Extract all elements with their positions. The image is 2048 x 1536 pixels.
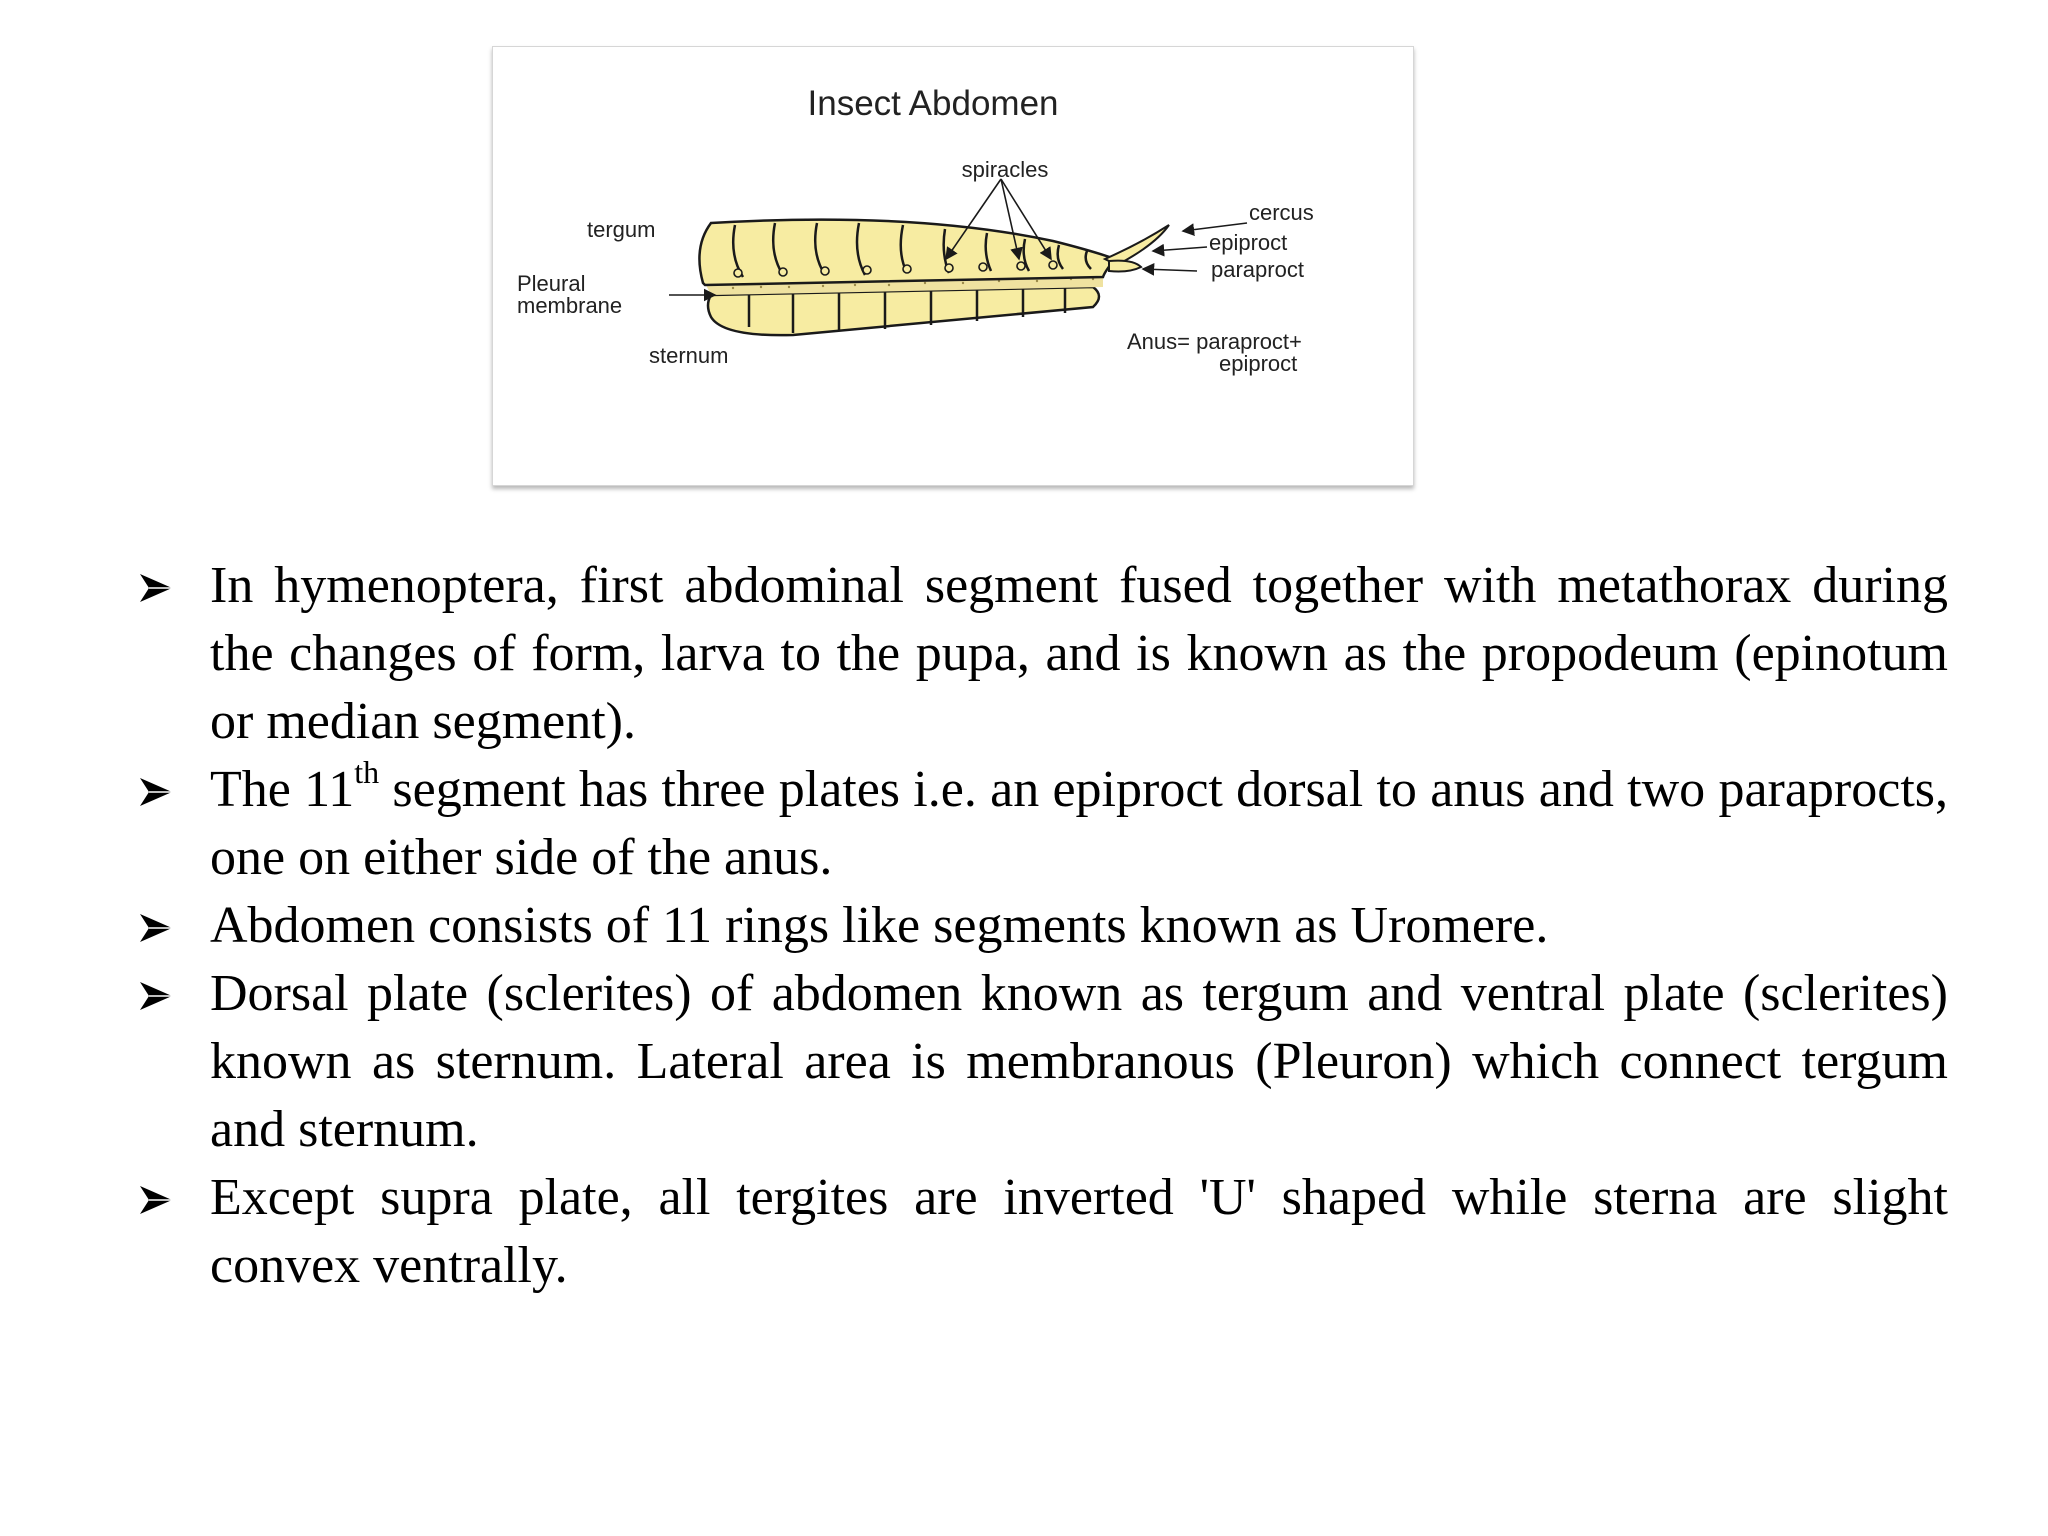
- bullet-text: In hymenoptera, first abdominal segment …: [210, 557, 1948, 750]
- bullet-text-superscript: th: [354, 753, 380, 790]
- spiracle-dots: [733, 260, 1058, 278]
- cercus-shape: [1102, 224, 1170, 267]
- epiproct-shape: [1108, 259, 1143, 273]
- bullet-text: Except supra plate, all tergites are inv…: [210, 1169, 1948, 1294]
- bullet-item: Dorsal plate (sclerites) of abdomen know…: [138, 960, 1948, 1164]
- arrowhead-bullet-icon: [140, 982, 172, 1010]
- bullet-item: In hymenoptera, first abdominal segment …: [138, 552, 1948, 756]
- label-pleural: Pleural: [517, 271, 585, 296]
- label-anus-epiproct: epiproct: [1219, 351, 1297, 376]
- bullet-text: Dorsal plate (sclerites) of abdomen know…: [210, 965, 1948, 1158]
- membrane-stipple: [731, 277, 1095, 290]
- arrowhead-bullet-icon: [140, 1186, 172, 1214]
- arrowhead-bullet-icon: [140, 574, 172, 602]
- leader-lines: [669, 178, 1248, 302]
- bullet-list: In hymenoptera, first abdominal segment …: [138, 552, 1948, 1300]
- bullet-text-pre: The 11: [210, 761, 355, 818]
- label-tergum: tergum: [587, 217, 655, 242]
- insect-abdomen-figure: Insect Abdomen: [492, 46, 1414, 486]
- arrowhead-bullet-icon: [140, 914, 172, 942]
- label-sternum: sternum: [649, 343, 728, 368]
- label-paraproct: paraproct: [1211, 257, 1304, 282]
- tergum-band: [698, 218, 1118, 287]
- figure-title: Insect Abdomen: [808, 84, 1059, 123]
- label-membrane: membrane: [517, 293, 622, 318]
- arrowhead-bullet-icon: [140, 778, 172, 806]
- label-epiproct: epiproct: [1209, 230, 1287, 255]
- bullet-text-post: segment has three plates i.e. an epiproc…: [210, 761, 1949, 886]
- sternite-divisions: [747, 288, 1067, 333]
- label-spiracles: spiracles: [962, 157, 1049, 182]
- sternum-band: [706, 285, 1101, 337]
- bullet-item: Abdomen consists of 11 rings like segmen…: [138, 892, 1948, 960]
- bullet-text: Abdomen consists of 11 rings like segmen…: [210, 897, 1549, 954]
- bullet-item: The 11th segment has three plates i.e. a…: [138, 756, 1948, 892]
- abdomen-diagram: Insect Abdomen: [517, 84, 1314, 376]
- bullet-item: Except supra plate, all tergites are inv…: [138, 1164, 1948, 1300]
- label-anus: Anus= paraproct+: [1127, 329, 1302, 354]
- label-cercus: cercus: [1249, 200, 1314, 225]
